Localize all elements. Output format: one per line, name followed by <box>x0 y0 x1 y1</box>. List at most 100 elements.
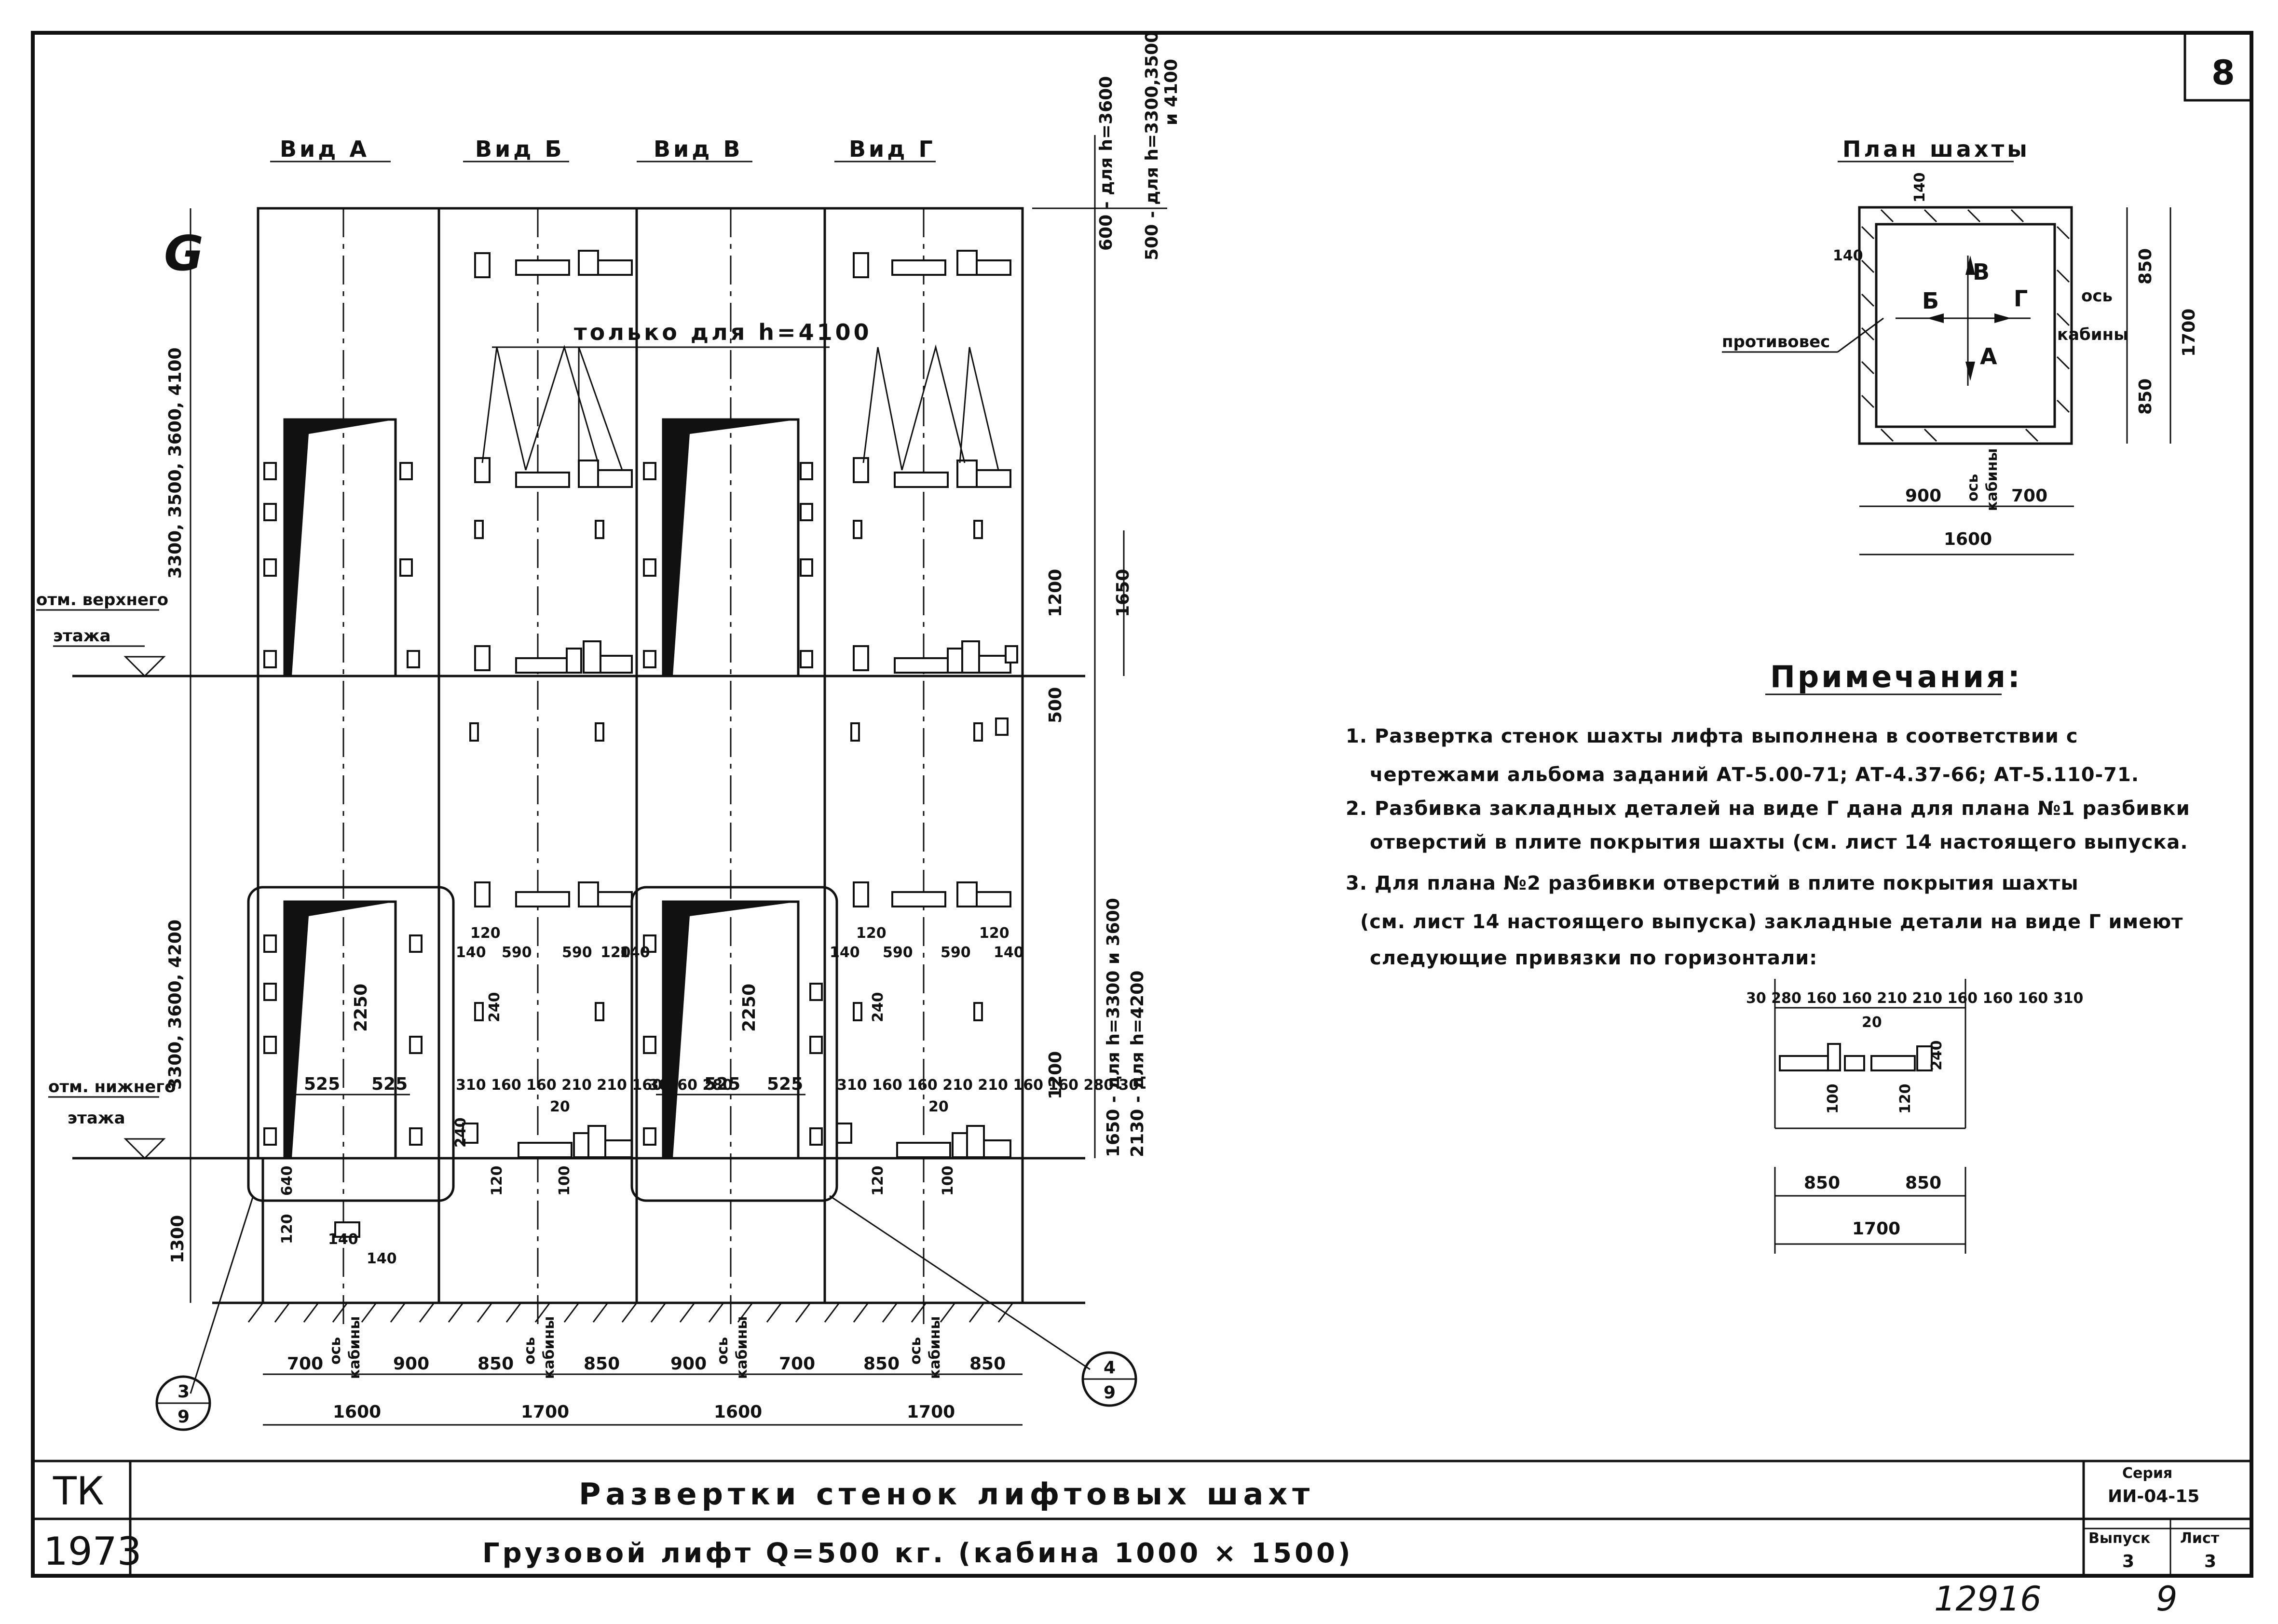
sheet-number-box <box>2183 31 2253 102</box>
svg-text:ось: ось <box>907 1337 924 1365</box>
left-height-bottom: 3300, 3600, 4200 <box>165 920 185 1090</box>
svg-text:700: 700 <box>779 1354 815 1374</box>
svg-text:4: 4 <box>1104 1358 1116 1378</box>
callout-right: 4 9 <box>1081 1351 1137 1407</box>
svg-text:Г: Г <box>2014 285 2031 311</box>
svg-text:590: 590 <box>502 944 532 961</box>
svg-text:100: 100 <box>1825 1083 1841 1114</box>
svg-text:ось: ось <box>327 1337 344 1365</box>
svg-text:1700: 1700 <box>907 1402 955 1422</box>
svg-text:Б: Б <box>1922 288 1942 314</box>
series-label: Серия <box>2122 1465 2172 1482</box>
sheet-border <box>31 31 2253 1578</box>
note-line-6: (см. лист 14 настоящего выпуска) закладн… <box>1360 911 2183 933</box>
notes: Примечания: 1. Развертка стенок шахты ли… <box>1346 659 2190 969</box>
svg-text:140: 140 <box>1833 247 1863 264</box>
note-line-7: следующие привязки по горизонтали: <box>1370 947 1817 969</box>
svg-text:900: 900 <box>670 1354 707 1374</box>
dim-1200-lower: 1200 <box>1046 1051 1065 1099</box>
note-line-3: 2. Разбивка закладных деталей на виде Г … <box>1346 798 2190 820</box>
svg-text:В: В <box>1973 259 1992 285</box>
svg-text:525: 525 <box>767 1074 803 1094</box>
svg-text:2250: 2250 <box>739 984 759 1032</box>
svg-text:120: 120 <box>856 925 887 942</box>
svg-text:9: 9 <box>177 1407 190 1427</box>
svg-text:525: 525 <box>304 1074 340 1094</box>
shaft-plan: План шахты А Б В Г противовес ось кабины… <box>1722 136 2199 555</box>
svg-text:525: 525 <box>371 1074 408 1094</box>
note-line-1: 1. Развертка стенок шахты лифта выполнен… <box>1346 725 2078 747</box>
door-lower-v <box>662 900 800 1160</box>
svg-text:100: 100 <box>940 1165 956 1196</box>
svg-text:850: 850 <box>1804 1173 1840 1193</box>
svg-text:9: 9 <box>1104 1383 1116 1403</box>
issue-label: Выпуск <box>2088 1530 2150 1547</box>
drawing-title: Развертки стенок лифтовых шахт <box>579 1476 1314 1512</box>
svg-text:А: А <box>1980 343 2000 369</box>
title-block: ТК 1973 Развертки стенок лифтовых шахт Г… <box>33 1460 2251 1576</box>
dim-1650: 1650 <box>1113 569 1133 617</box>
svg-text:850: 850 <box>1905 1173 1941 1193</box>
svg-text:140: 140 <box>328 1231 358 1248</box>
svg-text:1700: 1700 <box>1852 1219 1900 1239</box>
svg-text:525: 525 <box>704 1074 740 1094</box>
svg-text:1600: 1600 <box>333 1402 381 1422</box>
svg-text:590: 590 <box>941 944 971 961</box>
svg-text:120: 120 <box>600 944 631 961</box>
note-line-5: 3. Для плана №2 разбивки отверстий в пли… <box>1346 872 2079 894</box>
svg-text:850: 850 <box>863 1354 900 1374</box>
callout-frame-left <box>247 886 455 1202</box>
top-dim-3: и 4100 <box>1161 59 1181 125</box>
svg-text:кабины: кабины <box>927 1316 943 1379</box>
svg-text:700: 700 <box>287 1354 323 1374</box>
svg-text:кабины: кабины <box>2057 325 2128 344</box>
svg-text:310 160 160 210 210 160 160 28: 310 160 160 210 210 160 160 280 <box>456 1077 733 1094</box>
svg-text:850: 850 <box>584 1354 620 1374</box>
svg-text:590: 590 <box>883 944 913 961</box>
page-number: 9 <box>2156 1579 2178 1619</box>
sheet-label: Лист <box>2180 1530 2220 1547</box>
svg-text:240: 240 <box>452 1117 469 1148</box>
bottom-dims: 700 900 850 850 900 700 850 850 ось каби… <box>287 1316 1006 1422</box>
elevation-drawing: только для h=4100 3 9 4 9 отм. верхнего … <box>36 31 1181 1431</box>
left-height-top: 3300, 3500, 3600, 4100 <box>165 348 185 579</box>
svg-text:ось: ось <box>2081 286 2113 306</box>
svg-text:20: 20 <box>928 1098 949 1115</box>
base-height: 1300 <box>168 1215 188 1263</box>
door-lower-a <box>283 900 397 1160</box>
svg-text:20: 20 <box>1862 1014 1882 1031</box>
svg-text:120: 120 <box>279 1214 296 1244</box>
view-a-label: Вид А <box>280 136 369 162</box>
svg-text:1700: 1700 <box>2179 309 2199 357</box>
door-upper-v <box>662 418 800 677</box>
year-label: 1973 <box>43 1529 142 1574</box>
svg-text:900: 900 <box>393 1354 429 1374</box>
issue-value: 3 <box>2122 1552 2134 1571</box>
svg-text:120: 120 <box>979 925 1009 942</box>
sheet-number: 8 <box>2211 53 2235 93</box>
door-upper-a <box>283 418 397 677</box>
svg-text:700: 700 <box>2011 486 2047 506</box>
svg-text:590: 590 <box>562 944 592 961</box>
svg-text:кабины: кабины <box>346 1316 363 1379</box>
svg-text:240: 240 <box>870 992 887 1022</box>
svg-text:этажа: этажа <box>68 1109 125 1128</box>
svg-text:310 160 160 210 210 160 160 28: 310 160 160 210 210 160 160 280 30 <box>837 1077 1139 1094</box>
svg-text:120: 120 <box>870 1165 887 1196</box>
svg-text:140: 140 <box>456 944 486 961</box>
svg-text:30 280 160 160 210 210 160 16: 30 280 160 160 210 210 160 160 160 310 <box>1746 990 2083 1007</box>
svg-text:ось: ось <box>714 1337 731 1365</box>
svg-text:этажа: этажа <box>53 626 111 646</box>
svg-text:850: 850 <box>477 1354 514 1374</box>
dim-lower-1: 1650 - для h=3300 и 3600 <box>1104 898 1123 1157</box>
svg-text:140: 140 <box>620 944 650 961</box>
view-v-label: Вид В <box>654 136 743 162</box>
sheet-value: 3 <box>2204 1552 2216 1571</box>
svg-text:640: 640 <box>279 1165 296 1196</box>
dim-500: 500 <box>1046 687 1065 723</box>
svg-text:30: 30 <box>649 1077 669 1094</box>
notes-title: Примечания: <box>1770 659 2022 694</box>
svg-text:140: 140 <box>830 944 860 961</box>
plan-title: План шахты <box>1842 136 2030 162</box>
